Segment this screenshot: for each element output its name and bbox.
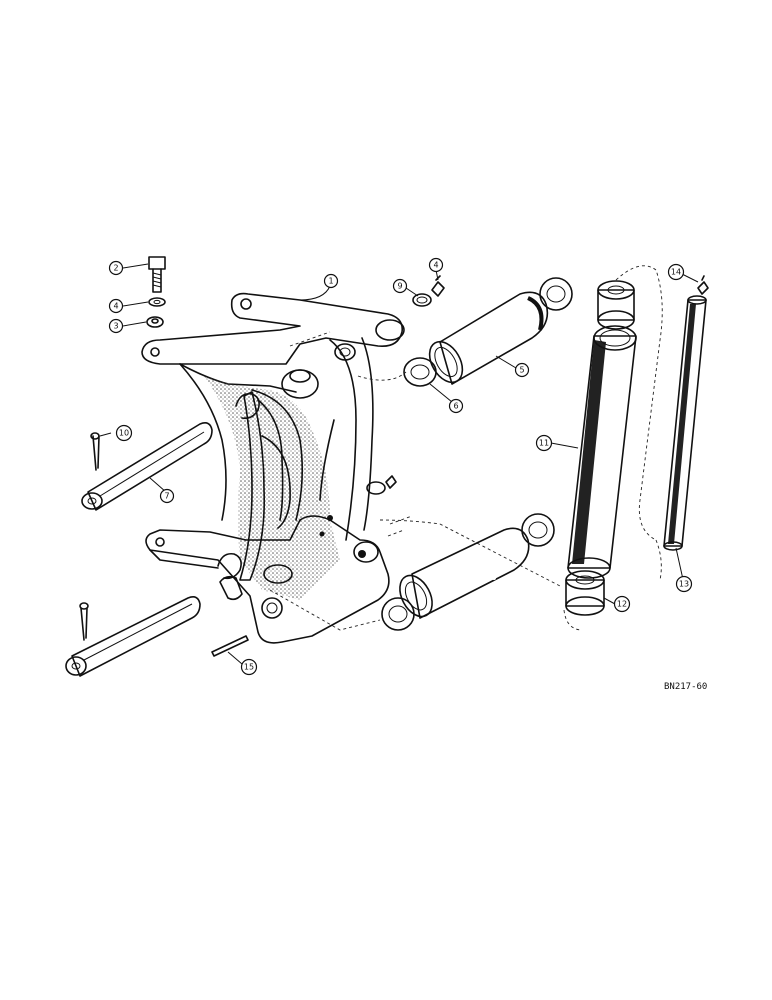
drawing-reference: BN217-60 <box>664 682 707 692</box>
cotter-pin-lower <box>79 602 89 641</box>
svg-text:9: 9 <box>397 282 402 291</box>
callout-part-12: 12 <box>613 595 631 613</box>
bearing-ring-upper-right <box>539 277 573 311</box>
collar-lower <box>565 570 605 616</box>
roll-pin <box>211 635 249 657</box>
collar-upper <box>597 280 635 330</box>
callout-part-7: 7 <box>159 488 175 504</box>
svg-text:1: 1 <box>328 277 333 286</box>
svg-text:4: 4 <box>113 302 118 311</box>
svg-text:4: 4 <box>433 261 438 270</box>
svg-text:12: 12 <box>617 600 627 609</box>
nut <box>146 316 164 328</box>
hanger-bracket <box>141 292 405 644</box>
bearing-ring-lower-left <box>381 597 415 631</box>
sleeve-upper <box>428 291 549 385</box>
assembly-lines <box>269 265 663 631</box>
callout-part-4-top: 4 <box>428 257 444 273</box>
bolt <box>148 256 166 293</box>
svg-text:14: 14 <box>671 268 681 277</box>
leader-lines <box>99 263 699 665</box>
snap-ring-upper <box>412 293 432 307</box>
grease-fitting-right <box>697 275 709 295</box>
pivot-pin-lower <box>65 596 201 677</box>
svg-text:3: 3 <box>113 322 118 331</box>
svg-text:5: 5 <box>519 366 524 375</box>
lock-washer <box>148 297 166 307</box>
rod <box>663 295 707 551</box>
svg-text:13: 13 <box>679 580 689 589</box>
callout-part-6: 6 <box>448 398 464 414</box>
bearing-ring-lower-right <box>521 513 555 547</box>
svg-text:2: 2 <box>113 264 118 273</box>
callout-part-14: 14 <box>667 263 685 281</box>
bearing-ring-upper-left <box>403 357 437 387</box>
tube-large <box>567 325 637 579</box>
pivot-pin-upper <box>81 422 213 511</box>
sleeve-lower <box>399 527 530 619</box>
callout-part-4-left: 4 <box>108 298 124 314</box>
snap-ring-middle <box>366 475 397 495</box>
callout-part-10: 10 <box>115 424 133 442</box>
svg-text:11: 11 <box>539 439 549 448</box>
svg-text:15: 15 <box>244 663 254 672</box>
callout-part-15: 15 <box>240 658 258 676</box>
callout-part-1: 1 <box>323 273 339 289</box>
callout-part-13: 13 <box>675 575 693 593</box>
callout-part-9: 9 <box>392 278 408 294</box>
cotter-pin-upper <box>90 432 100 471</box>
callout-part-3: 3 <box>108 318 124 334</box>
callout-part-2: 2 <box>108 260 124 276</box>
callout-part-5: 5 <box>514 362 530 378</box>
svg-text:6: 6 <box>453 402 458 411</box>
svg-text:7: 7 <box>164 492 169 501</box>
callout-part-11: 11 <box>535 434 553 452</box>
svg-text:10: 10 <box>119 429 129 438</box>
